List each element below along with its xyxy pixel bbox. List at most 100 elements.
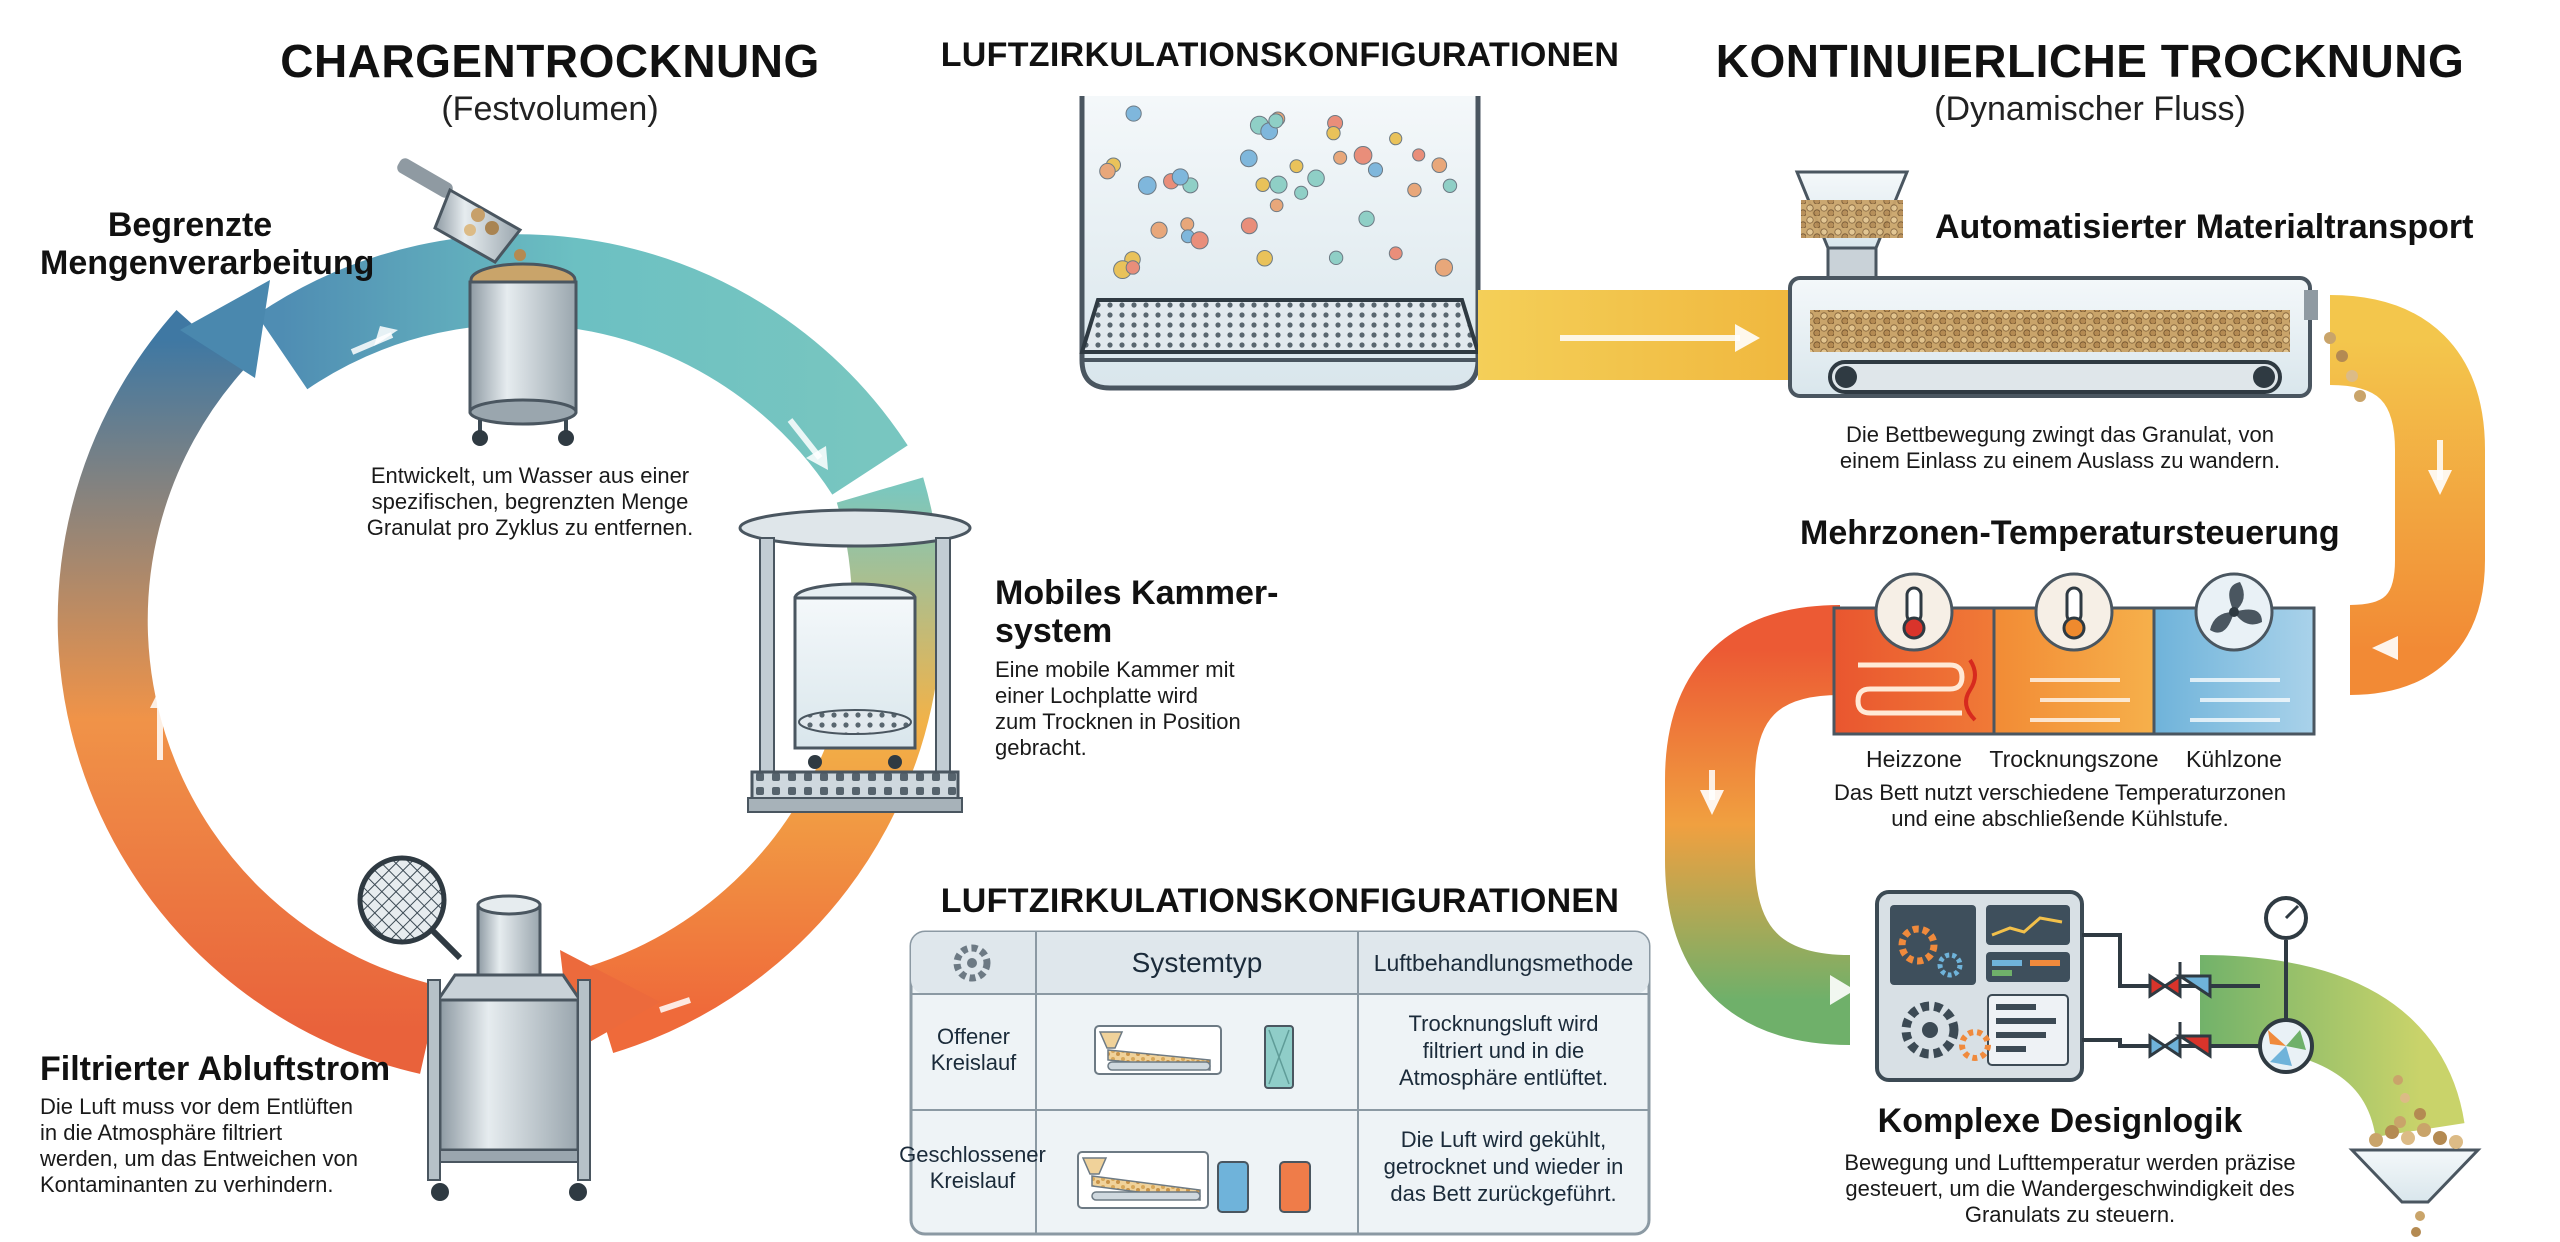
continuous-flow-arrows <box>1665 295 2485 1139</box>
limited-desc-line: spezifischen, begrenzten Menge <box>371 489 689 514</box>
batch-bin-illustration <box>468 262 578 446</box>
zone-label-cool: Kühlzone <box>2186 746 2282 772</box>
mobile-desc-line: zum Trocknen in Position <box>995 709 1241 734</box>
granule-dot <box>1412 148 1426 162</box>
filtered-title: Filtrierter Abluftstrom <box>40 1050 391 1088</box>
limited-title-line: Mengenverarbeitung <box>40 244 375 282</box>
center-chamber-illustration <box>1079 96 1481 391</box>
granule-dot <box>1407 182 1422 198</box>
granule-dot <box>1137 176 1157 195</box>
design-desc-line: Bewegung und Lufttemperatur werden präzi… <box>1844 1150 2296 1175</box>
design-desc-line: gesteuert, um die Wandergeschwindigkeit … <box>1845 1176 2295 1201</box>
filtered-desc-line: werden, um das Entweichen von <box>40 1146 358 1171</box>
granule-dot <box>1190 231 1209 250</box>
filtered-desc: Die Luft muss vor dem Entlüften in die A… <box>40 1094 430 1198</box>
open-loop-illustration <box>1094 1025 1294 1089</box>
mobile-desc-line: gebracht. <box>995 735 1087 760</box>
mobile-title-line: Mobiles Kammer- <box>995 574 1279 612</box>
table-row-desc-line: Atmosphäre entlüftet. <box>1398 1065 1609 1090</box>
transport-title: Automatisierter Materialtransport <box>1935 208 2474 246</box>
granule-dot <box>1431 157 1448 174</box>
granule-dot <box>1150 221 1168 239</box>
zones-desc: Das Bett nutzt verschiedene Temperaturzo… <box>1760 780 2360 832</box>
granule-dot <box>1240 217 1258 235</box>
granule-dot <box>1125 105 1142 122</box>
table-row-desc-open: Trocknungsluft wird filtriert und in die… <box>1358 1010 1649 1091</box>
transport-desc-line: Die Bettbewegung zwingt das Granulat, vo… <box>1845 422 2275 447</box>
filtered-desc-line: in die Atmosphäre filtriert <box>40 1120 283 1145</box>
continuous-title: KONTINUIERLICHE TROCKNUNG <box>1715 35 2465 87</box>
transport-desc-line: einem Einlass zu einem Auslass zu wander… <box>1839 448 2281 473</box>
granule-dot <box>1268 113 1284 129</box>
filter-mesh-icon <box>357 855 463 961</box>
table-row-desc-closed: Die Luft wird gekühlt, getrocknet und wi… <box>1358 1126 1649 1207</box>
granule-dot <box>1256 250 1273 267</box>
closed-loop-illustration <box>1077 1151 1311 1213</box>
limited-desc-line: Granulat pro Zyklus zu entfernen. <box>366 515 694 540</box>
design-desc-line: Granulats zu steuern. <box>1964 1202 2176 1227</box>
table-row-desc-line: Trocknungsluft wird <box>1408 1011 1599 1036</box>
mobile-title-line: system <box>995 612 1113 650</box>
granule-dot <box>1125 260 1141 275</box>
granule-dot <box>1294 185 1309 200</box>
hopper-icon <box>1794 170 1910 280</box>
granule-dot <box>1180 217 1195 232</box>
granule-dot <box>1358 210 1375 228</box>
output-funnel-illustration <box>2348 1075 2482 1237</box>
granule-dot <box>1307 169 1325 188</box>
limited-title-line: Begrenzte <box>107 206 273 244</box>
table-header-system: Systemtyp <box>1131 947 1263 978</box>
table-row-desc-line: getrocknet und wieder in <box>1383 1154 1624 1179</box>
mobile-desc-line: Eine mobile Kammer mit <box>995 657 1235 682</box>
table-header-method: Luftbehandlungsmethode <box>1373 950 1634 976</box>
granule-dot <box>1269 175 1288 194</box>
center-top-title: LUFTZIRKULATIONSKONFIGURATIONEN <box>940 36 1620 74</box>
table-row-label-line: Kreislauf <box>929 1168 1016 1193</box>
zone-label-heat: Heizzone <box>1866 746 1962 772</box>
table-row-desc-line: filtriert und in die <box>1422 1038 1585 1063</box>
table-row-desc-line: Die Luft wird gekühlt, <box>1400 1127 1607 1152</box>
granule-dot <box>1255 177 1271 192</box>
table-row-label-line: Offener <box>937 1024 1010 1049</box>
fan-icon <box>2194 572 2274 652</box>
zones-title: Mehrzonen-Temperatursteuerung <box>1800 514 2340 552</box>
table-row-label-line: Geschlossener <box>899 1142 1046 1167</box>
filtered-desc-line: Die Luft muss vor dem Entlüften <box>40 1094 354 1119</box>
mobile-desc-line: einer Lochplatte wird <box>995 683 1199 708</box>
granule-dot <box>1333 150 1348 165</box>
granule-dot <box>1442 178 1458 193</box>
batch-subtitle: (Festvolumen) <box>441 90 659 128</box>
table-row-label-line: Kreislauf <box>930 1050 1017 1075</box>
conveyor-illustration <box>1788 276 2366 402</box>
granule-dot <box>1389 132 1403 146</box>
design-desc: Bewegung und Lufttemperatur werden präzi… <box>1790 1150 2350 1228</box>
granule-dot <box>1434 258 1454 277</box>
control-panel-illustration <box>1875 890 2084 1082</box>
mobile-chamber-illustration <box>738 508 972 813</box>
continuous-subtitle: (Dynamischer Fluss) <box>1934 90 2246 128</box>
gauge-icon <box>2264 896 2308 1020</box>
gear-icon <box>1898 925 1991 1061</box>
batch-title: CHARGENTROCKNUNG <box>280 35 820 87</box>
airborne-granules <box>1099 105 1458 280</box>
granule-dot <box>1171 168 1189 186</box>
exhaust-chamber-illustration <box>427 894 591 1201</box>
table-row-desc-line: das Bett zurückgeführt. <box>1390 1181 1617 1206</box>
granule-dot <box>1326 125 1341 141</box>
granule-dot <box>1239 149 1258 168</box>
granule-dot <box>1289 159 1304 174</box>
transport-desc: Die Bettbewegung zwingt das Granulat, vo… <box>1750 422 2370 474</box>
center-table-title: LUFTZIRKULATIONSKONFIGURATIONEN <box>940 882 1620 920</box>
mobile-title: Mobiles Kammer- system <box>995 574 1295 650</box>
mobile-desc: Eine mobile Kammer mit einer Lochplatte … <box>995 657 1325 761</box>
limited-desc-line: Entwickelt, um Wasser aus einer <box>370 463 690 488</box>
thermometer-icon <box>1874 572 2114 652</box>
limited-title: Begrenzte Mengenverarbeitung <box>40 206 375 282</box>
granule-dot <box>1269 198 1284 213</box>
filtered-desc-line: Kontaminanten zu verhindern. <box>40 1172 334 1197</box>
zones-desc-line: und eine abschließende Kühlstufe. <box>1891 806 2229 831</box>
zone-label-dry: Trocknungszone <box>1989 746 2159 772</box>
design-title: Komplexe Designlogik <box>1877 1102 2243 1140</box>
granule-dot <box>1353 145 1373 165</box>
